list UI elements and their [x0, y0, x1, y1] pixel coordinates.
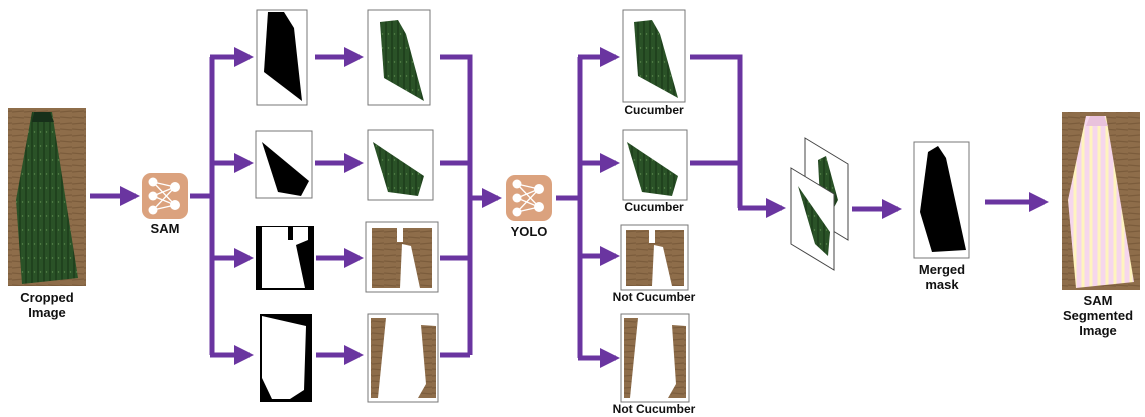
- sam-label: SAM: [150, 221, 180, 236]
- class-label-1: Cucumber: [624, 103, 684, 117]
- mask-4: [260, 314, 312, 402]
- yolo-label: YOLO: [510, 224, 548, 239]
- class-label-2: Cucumber: [624, 200, 684, 214]
- mask-3: [256, 226, 314, 290]
- class-label-3: Not Cucumber: [612, 290, 696, 304]
- class-label-4: Not Cucumber: [612, 402, 696, 416]
- merge-to-yolo-connector: [440, 54, 473, 358]
- sam-model-icon: [142, 173, 188, 219]
- classified-crop-1: [622, 9, 686, 103]
- mask-1: [256, 9, 308, 106]
- cropped-region-3: [365, 221, 439, 293]
- cropped-region-2: [367, 129, 434, 201]
- yolo-model-icon: [506, 175, 552, 221]
- cropped-image: [8, 108, 86, 286]
- stacked-cucumber-crops: [790, 137, 849, 271]
- classified-crop-2: [622, 129, 688, 201]
- merged-mask: [913, 141, 970, 259]
- sam-segmented-image: [1062, 112, 1140, 290]
- classified-crop-3: [620, 224, 689, 291]
- cropped-image-label: Cropped Image: [20, 290, 74, 320]
- mask-2: [255, 130, 313, 199]
- output-label: SAM Segmented Image: [1062, 293, 1134, 338]
- merged-mask-label: Merged mask: [918, 262, 966, 292]
- sam-branch-connector: [190, 57, 215, 355]
- cropped-region-4: [367, 313, 439, 403]
- cropped-region-1: [367, 9, 431, 106]
- classified-crop-4: [620, 313, 690, 403]
- merge-cucumbers-connector: [690, 54, 743, 208]
- yolo-branch-connector: [556, 57, 583, 358]
